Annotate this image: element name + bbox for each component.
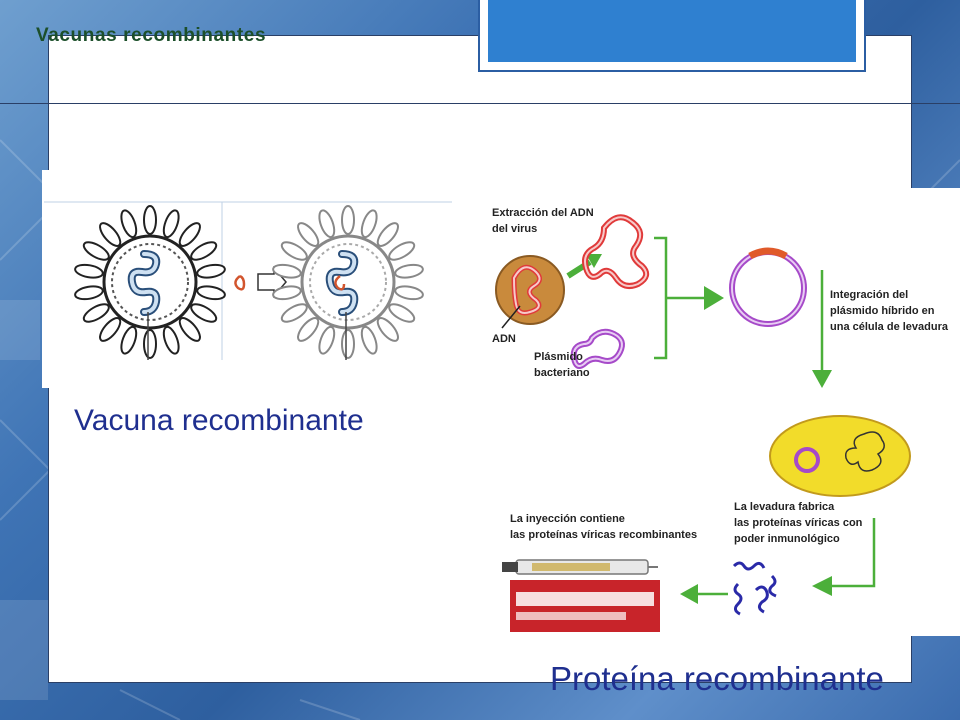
header-decor-fill: [488, 0, 856, 62]
pointer-line: [501, 305, 521, 329]
virus-icon: [74, 205, 226, 360]
label-integration-3: una célula de levadura: [830, 321, 949, 333]
label-adn: ADN: [492, 333, 516, 345]
recombinant-protein-figure: Extracción del ADN del virus ADN Plásmid…: [472, 188, 960, 636]
virus-cell-icon: [495, 255, 565, 325]
title-area: Vacunas recombinantes: [0, 0, 960, 104]
label-yeast-2: las proteínas víricas con: [734, 517, 863, 529]
label-extraction-2: del virus: [492, 223, 537, 235]
recombinant-vaccine-figure: [42, 170, 454, 388]
syringe-icon: [502, 559, 660, 632]
left-arrow-head: [812, 576, 832, 596]
label-yeast-3: poder inmunológico: [734, 533, 840, 545]
label-plasmid-1: Plásmido: [534, 351, 583, 363]
label-injection-2: las proteínas víricas recombinantes: [510, 529, 697, 541]
header-decor-box: [478, 0, 866, 72]
recombinant-virus-icon: [272, 205, 424, 360]
hybrid-plasmid-highlight: [731, 251, 805, 325]
caption-recombinant-protein: Proteína recombinante: [550, 660, 884, 697]
title-divider: [0, 103, 960, 104]
dna-fragment-icon: [234, 274, 246, 291]
label-integration-1: Integración del: [830, 289, 908, 301]
viral-dna-highlight: [584, 216, 648, 287]
merge-arrow-icon: [704, 286, 724, 310]
slide-title: Vacunas recombinantes: [36, 25, 267, 46]
yeast-cell-icon: [769, 415, 911, 497]
process-diagram: Extracción del ADN del virus ADN Plásmid…: [492, 207, 949, 632]
left-arrow-icon: [828, 518, 876, 588]
caption-recombinant-vaccine: Vacuna recombinante: [74, 404, 364, 437]
plasmid-highlight: [572, 330, 623, 367]
virus-illustration: [44, 201, 452, 360]
inserted-dna-segment: [748, 247, 788, 260]
label-extraction-1: Extracción del ADN: [492, 207, 594, 219]
label-integration-2: plásmido híbrido en: [830, 305, 935, 317]
to-syringe-arrow-icon: [680, 584, 728, 604]
label-plasmid-2: bacteriano: [534, 367, 590, 379]
down-arrow-icon: [812, 270, 832, 388]
merge-bracket: [654, 236, 708, 360]
label-yeast-1: La levadura fabrica: [734, 501, 835, 513]
viral-protein-icon: [732, 561, 777, 616]
label-injection-1: La inyección contiene: [510, 513, 625, 525]
